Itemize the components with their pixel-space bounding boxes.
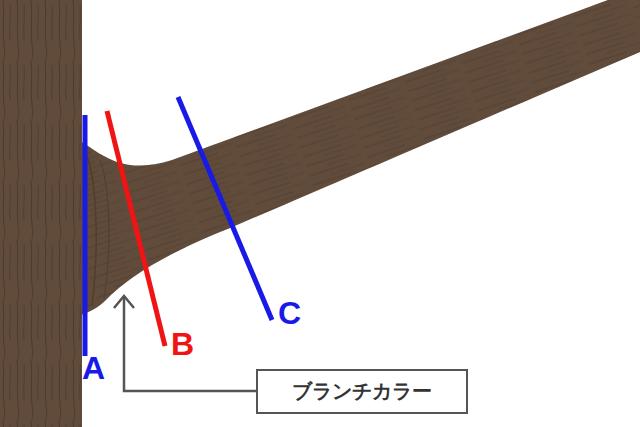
cut-label-c: C	[278, 297, 301, 329]
branch-grain	[78, 0, 640, 316]
branch-collar	[100, 160, 109, 298]
cut-label-b: B	[171, 328, 194, 360]
cut-line-c	[178, 97, 272, 320]
callout-box: ブランチカラー	[256, 369, 468, 414]
callout-text: ブランチカラー	[292, 378, 432, 405]
leader-arrowhead	[114, 296, 134, 308]
trunk-bark	[0, 0, 82, 427]
cut-label-a: A	[82, 352, 105, 384]
cut-line-a	[83, 115, 88, 356]
trunk	[0, 0, 82, 427]
branch	[78, 0, 640, 316]
cut-line-b	[107, 111, 165, 346]
leader-line	[124, 297, 256, 391]
